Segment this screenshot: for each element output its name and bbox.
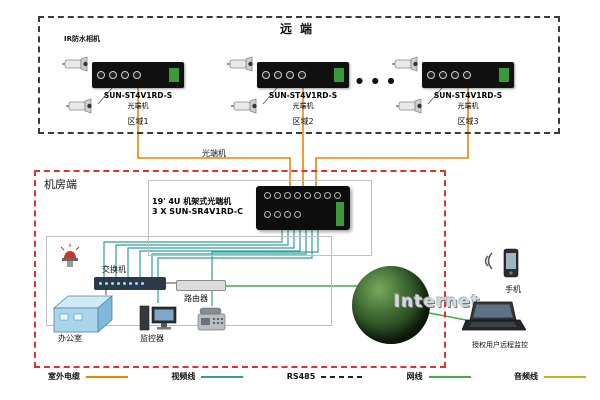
wireless-signal-icon — [480, 249, 500, 273]
cctv-camera-icon — [66, 96, 96, 114]
lan-area-frame — [46, 236, 332, 326]
device-type-label: 光端机 — [457, 102, 479, 110]
device-model-label: SUN-ST4V1RD-S — [268, 91, 338, 100]
device-type-label: 光端机 — [292, 102, 314, 110]
legend-line-swatch — [544, 375, 586, 378]
rack-label-line1: 19' 4U 机架式光端机 — [152, 197, 232, 206]
cctv-camera-icon — [392, 54, 422, 72]
mobile-phone-icon — [502, 248, 520, 278]
internet-label: Internet — [394, 292, 481, 312]
laptop-icon — [461, 300, 527, 334]
zone-region-label: 区域2 — [292, 117, 314, 126]
desk-phone-icon — [196, 306, 228, 332]
remote-end-title: 远端 — [279, 22, 320, 36]
internet-globe-icon — [352, 266, 430, 344]
router-device — [176, 280, 226, 291]
ellipsis-more-zones: ● ● ● — [356, 76, 398, 85]
rack-optical-transceiver — [256, 186, 350, 230]
cctv-camera-icon — [396, 96, 426, 114]
zone-group-3: SUN-ST4V1RD-S 光端机 区域3 — [392, 50, 522, 130]
optical-transceiver-device — [92, 62, 184, 88]
machine-room-title: 机房端 — [44, 178, 77, 191]
mobile-phone-label: 手机 — [505, 285, 521, 294]
legend-line-swatch — [321, 375, 364, 378]
monitor-workstation-icon — [138, 303, 178, 333]
ethernet-switch-device — [94, 277, 166, 290]
office-building-icon — [52, 294, 114, 334]
cctv-camera-icon — [62, 54, 92, 72]
optical-transceiver-label: 光端机 — [202, 149, 226, 158]
ir-camera-label: IR防水相机 — [64, 35, 100, 43]
rack-label-line2: 3 X SUN-SR4V1RD-C — [152, 207, 243, 216]
legend-item-outdoor-cable: 室外电缆 — [48, 371, 128, 382]
legend-item-audio-line: 音频线 — [514, 371, 586, 382]
legend-item-rs485: RS485 — [287, 372, 364, 381]
terminal-block — [334, 68, 344, 82]
zone-region-label: 区域3 — [457, 117, 479, 126]
rack-area-frame — [148, 180, 372, 256]
cctv-camera-icon — [231, 96, 261, 114]
zone-group-1: SUN-ST4V1RD-S 光端机 区域1 — [62, 50, 192, 130]
zone-region-label: 区域1 — [127, 117, 149, 126]
device-model-label: SUN-ST4V1RD-S — [433, 91, 503, 100]
legend-line-swatch — [86, 375, 128, 378]
remote-end-box — [38, 16, 560, 134]
terminal-block — [169, 68, 179, 82]
terminal-block — [499, 68, 509, 82]
zone-group-2: SUN-ST4V1RD-S 光端机 区域2 — [227, 50, 357, 130]
legend-bar: 室外电缆 视频线 RS485 网线 音频线 — [48, 371, 586, 382]
router-label: 路由器 — [184, 294, 208, 303]
legend-item-network-line: 网线 — [407, 371, 471, 382]
monitor-label: 监控器 — [140, 334, 164, 343]
legend-item-video-line: 视频线 — [171, 371, 244, 382]
terminal-block — [336, 202, 344, 226]
switch-label: 交换机 — [102, 265, 126, 274]
machine-room-box — [34, 170, 446, 368]
alarm-beacon-icon — [58, 243, 82, 269]
legend-line-swatch — [428, 375, 471, 378]
optical-transceiver-device — [257, 62, 349, 88]
authorized-user-label: 授权用户远程监控 — [472, 341, 528, 349]
device-type-label: 光端机 — [127, 102, 149, 110]
optical-transceiver-device — [422, 62, 514, 88]
cctv-camera-icon — [227, 54, 257, 72]
device-model-label: SUN-ST4V1RD-S — [103, 91, 173, 100]
office-label: 办公室 — [58, 334, 82, 343]
legend-line-swatch — [201, 375, 244, 378]
